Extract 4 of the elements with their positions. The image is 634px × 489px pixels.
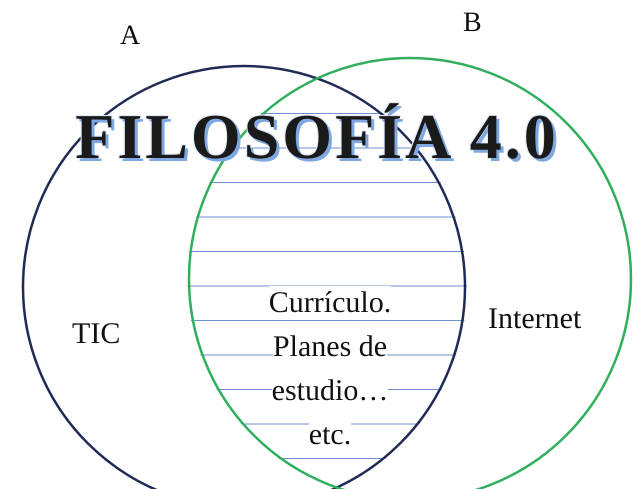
set-label: A — [120, 20, 140, 52]
circle-label: Internet — [488, 302, 582, 336]
circle-label: TIC — [72, 317, 120, 351]
set-label: B — [463, 7, 482, 39]
